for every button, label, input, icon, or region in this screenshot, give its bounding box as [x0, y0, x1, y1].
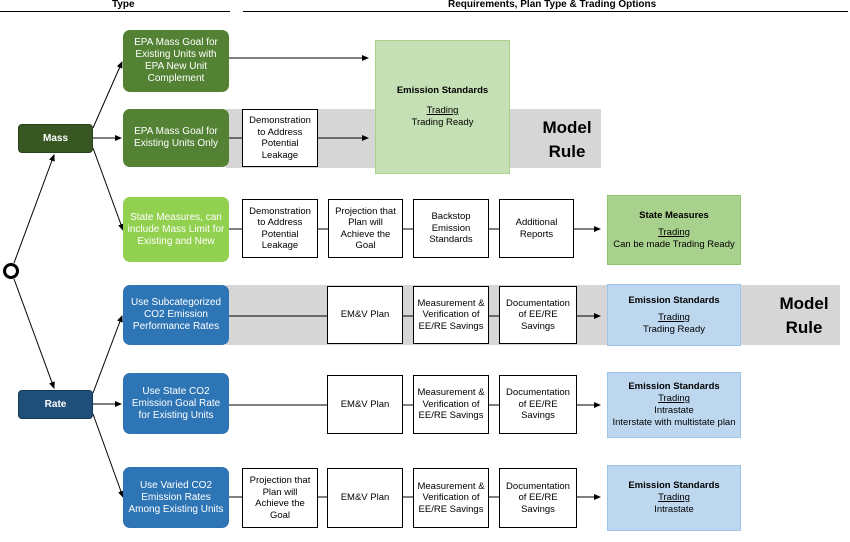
- req-label: Documentation of EE/RE Savings: [506, 480, 570, 515]
- result-trading: Trading: [426, 105, 459, 116]
- model-rule-line1: Model: [779, 294, 829, 313]
- result-state-measures: State Measures Trading Can be made Tradi…: [607, 195, 741, 265]
- model-rule-label-mass: Model Rule: [535, 116, 599, 164]
- req-label: Measurement & Verification of EE/RE Savi…: [417, 297, 485, 332]
- model-rule-line1: Model: [542, 118, 592, 137]
- req-emv-plan: EM&V Plan: [327, 468, 403, 528]
- req-label: Demonstration to Address Potential Leaka…: [249, 205, 311, 252]
- req-label: Measurement & Verification of EE/RE Savi…: [417, 387, 485, 422]
- result-rate-subcategorized: Emission Standards Trading Trading Ready: [607, 284, 741, 346]
- result-detail: Intrastate: [654, 504, 694, 515]
- result-detail: Trading Ready: [643, 323, 705, 335]
- option-rate-varied: Use Varied CO2 Emission Rates Among Exis…: [123, 467, 229, 528]
- requirements-header-rule: [243, 11, 848, 12]
- req-label: Additional Reports: [515, 217, 558, 240]
- option-label: EPA Mass Goal for Existing Units with EP…: [134, 37, 218, 84]
- requirements-header: Requirements, Plan Type & Trading Option…: [448, 0, 657, 10]
- option-label: Use State CO2 Emission Goal Rate for Exi…: [131, 385, 221, 421]
- req-label: Projection that Plan will Achieve the Go…: [335, 205, 396, 252]
- req-backstop: Backstop Emission Standards: [413, 199, 489, 258]
- result-detail-interstate: Interstate with multistate plan: [612, 417, 736, 428]
- req-label: EM&V Plan: [340, 309, 390, 321]
- result-title: State Measures: [639, 209, 709, 221]
- option-state-measures: State Measures, can include Mass Limit f…: [123, 197, 229, 262]
- type-node-label: Mass: [42, 133, 68, 144]
- req-label: Documentation of EE/RE Savings: [506, 297, 570, 332]
- model-rule-label-rate: Model Rule: [770, 292, 838, 340]
- type-node-mass: Mass: [18, 124, 93, 153]
- req-emv-plan: EM&V Plan: [327, 375, 403, 434]
- result-title: Emission Standards: [396, 85, 489, 96]
- start-node: [3, 263, 19, 279]
- option-rate-subcategorized: Use Subcategorized CO2 Emission Performa…: [123, 285, 229, 345]
- result-title: Emission Standards: [628, 294, 720, 306]
- req-label: EM&V Plan: [340, 492, 390, 504]
- type-node-rate: Rate: [18, 390, 93, 419]
- req-emv-plan: EM&V Plan: [327, 286, 403, 344]
- result-rate-state-goal: Emission Standards Trading Intrastate In…: [607, 372, 741, 438]
- option-label: Use Varied CO2 Emission Rates Among Exis…: [128, 479, 224, 515]
- option-label: EPA Mass Goal for Existing Units Only: [134, 126, 218, 149]
- req-label: Demonstration to Address Potential Leaka…: [249, 115, 311, 161]
- req-label: Backstop Emission Standards: [429, 211, 473, 246]
- result-trading: Trading: [658, 311, 690, 323]
- type-header-rule: [0, 11, 230, 12]
- req-label: Projection that Plan will Achieve the Go…: [249, 475, 311, 521]
- result-trading: Trading: [658, 226, 690, 238]
- result-title: Emission Standards: [628, 480, 720, 491]
- result-detail: Trading Ready: [411, 117, 474, 128]
- req-label: Documentation of EE/RE Savings: [506, 387, 570, 422]
- req-doc-eere: Documentation of EE/RE Savings: [499, 375, 577, 434]
- option-label: Use Subcategorized CO2 Emission Performa…: [130, 297, 222, 332]
- result-detail: Intrastate: [654, 405, 694, 416]
- model-rule-line2: Rule: [785, 318, 823, 337]
- req-doc-eere: Documentation of EE/RE Savings: [499, 286, 577, 344]
- req-projection: Projection that Plan will Achieve the Go…: [242, 468, 318, 528]
- result-title: Emission Standards: [628, 381, 720, 392]
- req-mv-eere: Measurement & Verification of EE/RE Savi…: [413, 286, 489, 344]
- type-header: Type: [112, 0, 135, 10]
- result-rate-varied: Emission Standards Trading Intrastate: [607, 465, 741, 531]
- result-trading: Trading: [658, 492, 690, 503]
- result-mass-emission-standards: Emission Standards Trading Trading Ready: [375, 40, 510, 174]
- req-mv-eere: Measurement & Verification of EE/RE Savi…: [413, 375, 489, 434]
- req-label: Measurement & Verification of EE/RE Savi…: [417, 480, 485, 515]
- type-node-label: Rate: [44, 399, 67, 410]
- option-rate-state-goal: Use State CO2 Emission Goal Rate for Exi…: [123, 373, 229, 434]
- req-projection: Projection that Plan will Achieve the Go…: [328, 199, 403, 258]
- option-mass-new-unit-complement: EPA Mass Goal for Existing Units with EP…: [123, 30, 229, 92]
- option-label: State Measures, can include Mass Limit f…: [127, 211, 225, 247]
- model-rule-line2: Rule: [548, 142, 586, 161]
- option-mass-existing-only: EPA Mass Goal for Existing Units Only: [123, 109, 229, 167]
- req-label: EM&V Plan: [340, 398, 390, 410]
- req-demo-leakage: Demonstration to Address Potential Leaka…: [242, 199, 318, 258]
- req-demo-leakage: Demonstration to Address Potential Leaka…: [242, 109, 318, 167]
- result-detail: Can be made Trading Ready: [613, 238, 735, 250]
- result-trading: Trading: [658, 393, 690, 404]
- req-doc-eere: Documentation of EE/RE Savings: [499, 468, 577, 528]
- req-additional-reports: Additional Reports: [499, 199, 574, 258]
- req-mv-eere: Measurement & Verification of EE/RE Savi…: [413, 468, 489, 528]
